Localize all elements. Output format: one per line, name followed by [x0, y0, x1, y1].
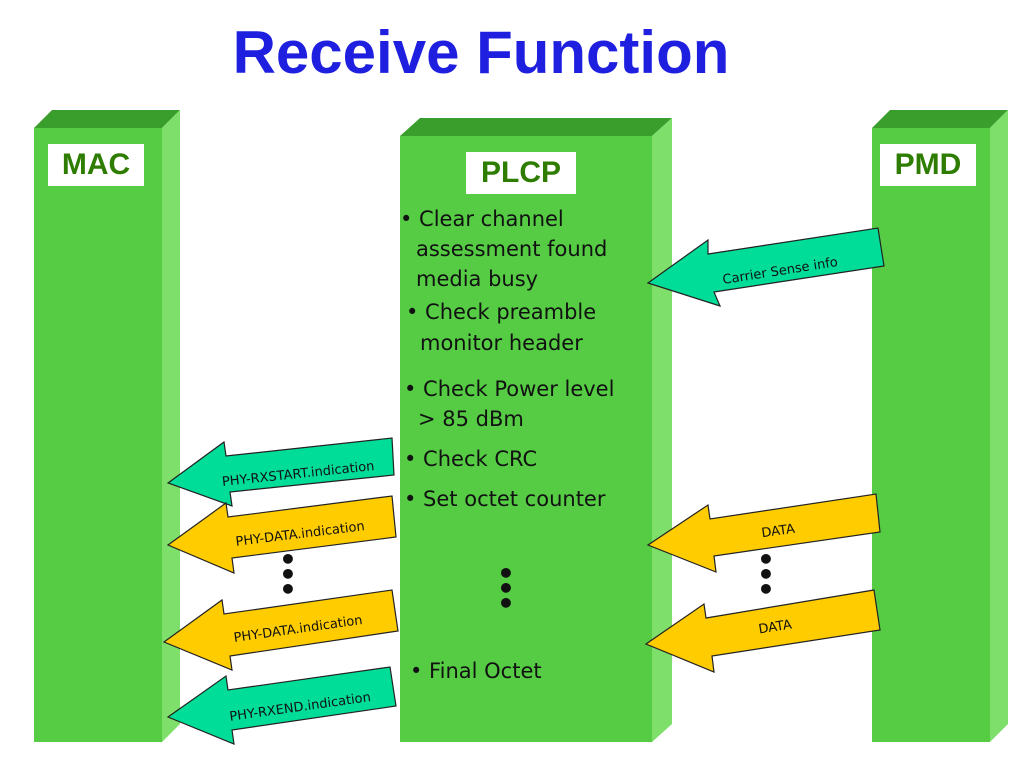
ellipsis-dot: •	[757, 558, 775, 591]
step-check-preamble-1: • Check preamble	[406, 300, 597, 324]
pmd-ellipsis: • • •	[756, 543, 776, 606]
ellipsis-dot: •	[757, 543, 775, 576]
carrier-sense-arrow: Carrier Sense info	[646, 227, 885, 307]
step-check-power-1: • Check Power level	[404, 377, 615, 401]
ellipsis-dot: •	[497, 557, 515, 590]
mac-column	[34, 110, 180, 742]
step-set-octet-counter: • Set octet counter	[404, 487, 606, 511]
pmd-data-label-2: DATA	[758, 617, 794, 637]
ellipsis-dot: •	[279, 543, 297, 576]
step-check-crc: • Check CRC	[404, 447, 538, 471]
pmd-column	[872, 110, 1008, 742]
step-check-preamble-2: monitor header	[420, 331, 583, 355]
ellipsis-dot: •	[279, 558, 297, 591]
ellipsis-dot: •	[497, 572, 515, 605]
mac-label: MAC	[48, 144, 144, 186]
step-clear-channel-1: • Clear channel	[400, 207, 564, 231]
plcp-ellipsis: • • •	[496, 557, 516, 620]
plcp-label: PLCP	[466, 152, 576, 194]
plcp-column	[400, 118, 672, 742]
pmd-label: PMD	[880, 144, 976, 186]
pmd-data-arrow-2: DATA	[644, 589, 881, 673]
ellipsis-dot: •	[757, 573, 775, 606]
step-check-power-2: > 85 dBm	[418, 407, 524, 431]
ellipsis-dot: •	[497, 587, 515, 620]
step-clear-channel-3: media busy	[416, 267, 539, 291]
ellipsis-dot: •	[279, 573, 297, 606]
pmd-data-arrow-1: DATA	[646, 493, 881, 573]
step-final-octet: • Final Octet	[410, 659, 542, 683]
step-clear-channel-2: assessment found	[416, 237, 608, 261]
pmd-data-label-1: DATA	[761, 522, 796, 542]
slide-title: Receive Function	[232, 19, 730, 86]
mac-ellipsis: • • •	[278, 543, 298, 606]
rxend-arrow: PHY-RXEND.indication	[166, 666, 397, 745]
rxstart-arrow: PHY-RXSTART.indication	[166, 437, 395, 507]
